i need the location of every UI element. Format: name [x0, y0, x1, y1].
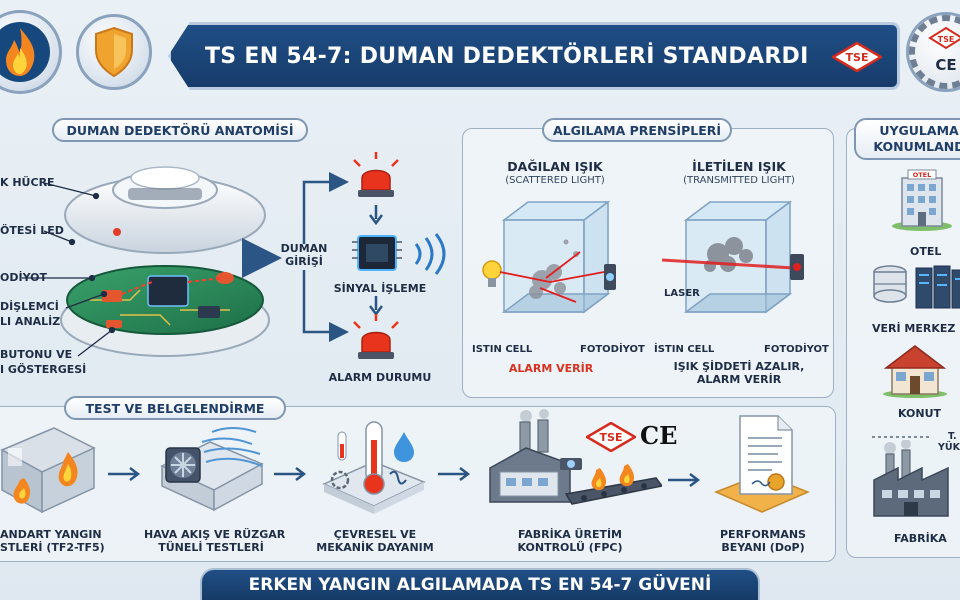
signal-flow-arrows [242, 172, 349, 342]
anatomy-part-button: BUTONU VE [0, 348, 73, 361]
transmitted-laser-label: LASER [664, 288, 700, 299]
test-step-fpc-line2: KONTROLÜ (FPC) [517, 541, 623, 555]
tse-mark-gear: TSE [938, 35, 955, 44]
test-step-dop-line2: BEYANI (DoP) [721, 541, 805, 555]
applications-title-line2: KONUMLAND [873, 139, 960, 154]
anatomy-part-analysis: LI ANALİZ [0, 315, 61, 328]
transmitted-result-line2: ALARM VERİR [696, 373, 782, 387]
test-step-fire-line1: ANDART YANGIN [0, 528, 102, 541]
principles-section-title: ALGILAMA PRENSİPLERİ [542, 118, 732, 142]
app-house-label: KONUT [898, 407, 942, 420]
anatomy-part-processor: DİŞLEMCİ [0, 300, 59, 313]
test-step-dop-line1: PERFORMANS [720, 528, 806, 541]
scattered-result: ALARM VERİR [508, 362, 594, 375]
test-step-env-line2: MEKANİK DAYANIM [316, 541, 434, 555]
hotel-building-icon: OTEL [892, 169, 952, 231]
title-banner: TS EN 54-7: DUMAN DEDEKTÖRLERİ STANDARDI [168, 22, 900, 90]
scattered-light-chamber [482, 200, 616, 314]
house-icon [883, 345, 947, 398]
test-step-fire: ANDART YANGIN STLERİ (TF2-TF5) [0, 528, 105, 555]
transmitted-light-chamber [662, 200, 804, 314]
app-datacenter-label: VERİ MERKEZ [872, 322, 956, 335]
test-step-wind-line1: HAVA AKIŞ VE RÜZGAR [144, 528, 286, 541]
environmental-test-icon [322, 421, 426, 514]
processor-chip-icon [352, 235, 402, 271]
alarm-beacon-icon [353, 314, 399, 359]
applications-title-line1: UYGULAMA [879, 123, 959, 139]
shield-icon [95, 26, 133, 78]
scattered-right-label: FOTODİYOT [580, 344, 645, 355]
gear-icon: TSE CE [909, 15, 960, 89]
testing-section-title: TEST VE BELGELENDİRME [64, 396, 286, 420]
flow-input-line1: DUMAN [280, 242, 328, 255]
transmitted-result: IŞIK ŞİDDETİ AZALIR, ALARM VERİR [654, 360, 824, 386]
height-label-line1: T. [948, 431, 957, 442]
test-step-fire-line2: STLERİ (TF2-TF5) [0, 541, 105, 555]
anatomy-part-chamber: K HÜCRE [0, 176, 55, 189]
test-step-environmental: ÇEVRESEL VE MEKANİK DAYANIM [310, 528, 440, 554]
factory-icon [873, 440, 949, 517]
transmitted-left-label: İSTIN CELL [654, 344, 715, 355]
alarm-beacon-icon [353, 152, 399, 197]
factory-production-icon [489, 409, 662, 505]
scattered-subtitle: (SCATTERED LIGHT) [505, 175, 605, 186]
scattered-left-label: ISTIN CELL [472, 344, 533, 355]
smoke-detector-illustration [60, 166, 270, 357]
footer-banner: ERKEN YANGIN ALGILAMADA TS EN 54-7 GÜVEN… [200, 568, 760, 600]
tse-mark-testing: TSE [600, 431, 623, 444]
ce-mark-gear: CE [935, 56, 956, 74]
test-step-env-line1: ÇEVRESEL VE [333, 528, 417, 541]
ce-mark-testing: CE [640, 421, 678, 450]
anatomy-part-photodiode: ODİYOT [0, 271, 48, 284]
right-arrow-icon [438, 467, 471, 481]
flow-input-label: DUMAN GİRİŞİ [278, 242, 330, 268]
test-step-wind-line2: TÜNELİ TESTLERİ [158, 541, 264, 555]
page-title: TS EN 54-7: DUMAN DEDEKTÖRLERİ STANDARDI [205, 43, 809, 69]
fire-badge [0, 10, 62, 94]
app-factory-label: FABRİKA [894, 532, 947, 545]
down-arrow-icon [369, 205, 383, 226]
tse-logo-icon: TSE [832, 42, 882, 72]
certification-gear-badge: TSE CE [906, 12, 960, 92]
height-dashed-line [872, 436, 932, 438]
transmitted-title: İLETİLEN IŞIK [692, 159, 786, 174]
fire-test-room-icon [0, 427, 96, 514]
anatomy-section-title: DUMAN DEDEKTÖRÜ ANATOMİSİ [52, 118, 308, 142]
test-step-fpc-line1: FABRİKA ÜRETİM [517, 528, 623, 541]
transmitted-right-label: FOTODİYOT [764, 344, 829, 355]
tse-logo-icon: TSE [586, 422, 636, 452]
right-arrow-icon [274, 467, 307, 481]
tse-mark-header: TSE [846, 51, 869, 64]
flow-processing-label: SİNYAL İŞLEME [333, 282, 427, 295]
test-step-wind: HAVA AKIŞ VE RÜZGAR TÜNELİ TESTLERİ [144, 528, 286, 555]
right-arrow-icon [108, 467, 141, 481]
anatomy-part-indicator: I GÖSTERGESİ [0, 363, 87, 376]
height-label-line2: YÜK [938, 441, 960, 453]
scattered-title: DAĞILAN IŞIK [507, 159, 603, 174]
shield-badge [76, 14, 152, 90]
wind-tunnel-icon [160, 427, 264, 512]
flame-icon [0, 22, 50, 82]
anatomy-leader-lines [22, 182, 116, 357]
data-center-icon [873, 265, 960, 309]
transmitted-subtitle: (TRANSMITTED LIGHT) [683, 175, 795, 186]
footer-tagline: ERKEN YANGIN ALGILAMADA TS EN 54-7 GÜVEN… [248, 575, 712, 595]
flow-alarm-label: ALARM DURUMU [328, 371, 432, 384]
test-step-dop: PERFORMANS BEYANI (DoP) [708, 528, 818, 554]
anatomy-part-led: ÖTESİ LED [0, 224, 64, 237]
transmitted-result-line1: IŞIK ŞİDDETİ AZALIR, [673, 360, 805, 373]
right-arrow-icon [668, 473, 701, 487]
hotel-sign-text: OTEL [913, 171, 932, 179]
app-hotel-label: OTEL [910, 245, 942, 258]
test-step-fpc: FABRİKA ÜRETİM KONTROLÜ (FPC) [510, 528, 630, 554]
performance-document-icon [714, 415, 810, 513]
flow-input-line2: GİRİŞİ [285, 255, 323, 269]
height-label: T. YÜK [938, 431, 960, 454]
applications-section-title: UYGULAMA KONUMLAND [854, 118, 960, 160]
signal-wave-icon [414, 233, 446, 275]
